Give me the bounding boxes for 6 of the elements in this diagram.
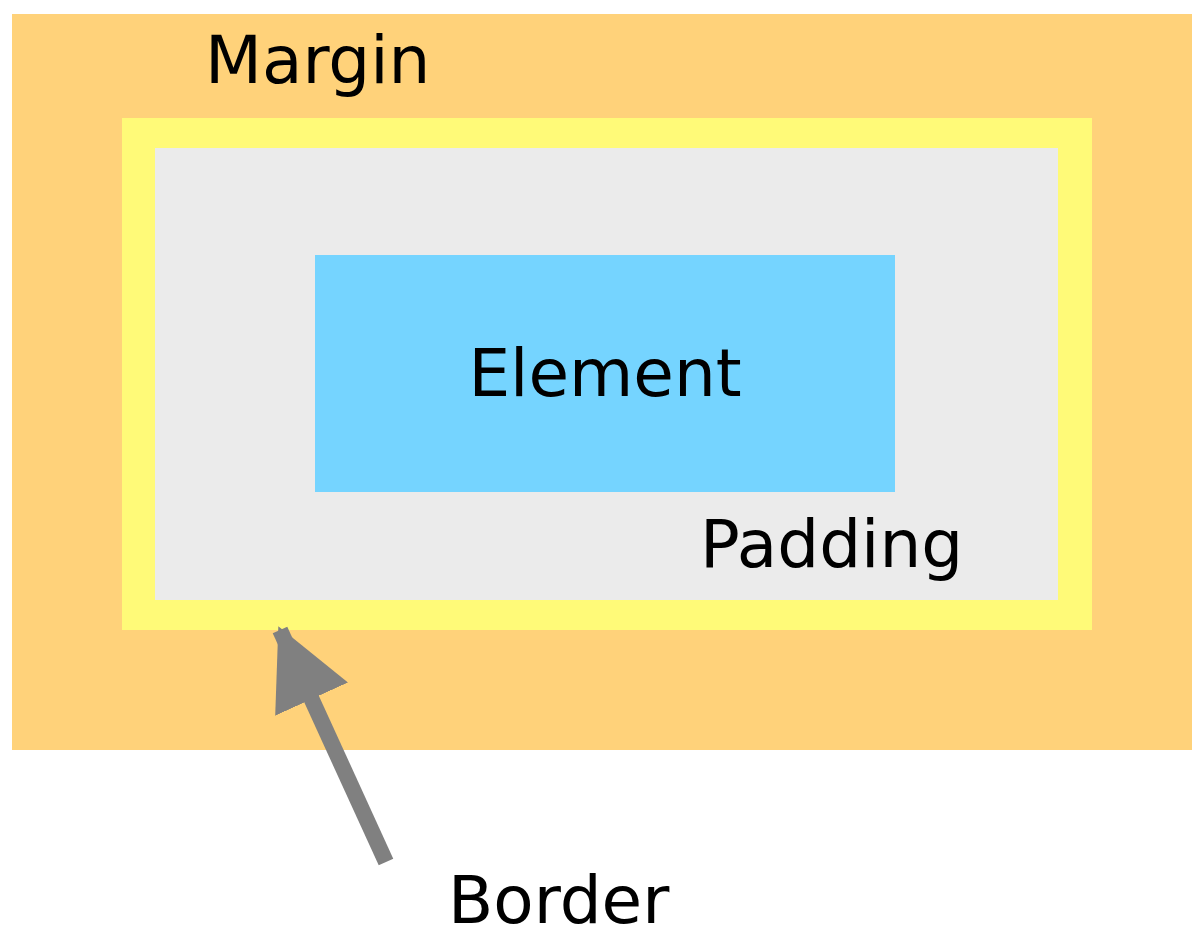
- margin-area: [12, 14, 1192, 750]
- label-text: Border: [448, 868, 670, 934]
- element-area: [315, 255, 895, 492]
- label-text: Element: [468, 340, 742, 407]
- border-band: [122, 118, 1092, 630]
- padding-area: [155, 148, 1058, 600]
